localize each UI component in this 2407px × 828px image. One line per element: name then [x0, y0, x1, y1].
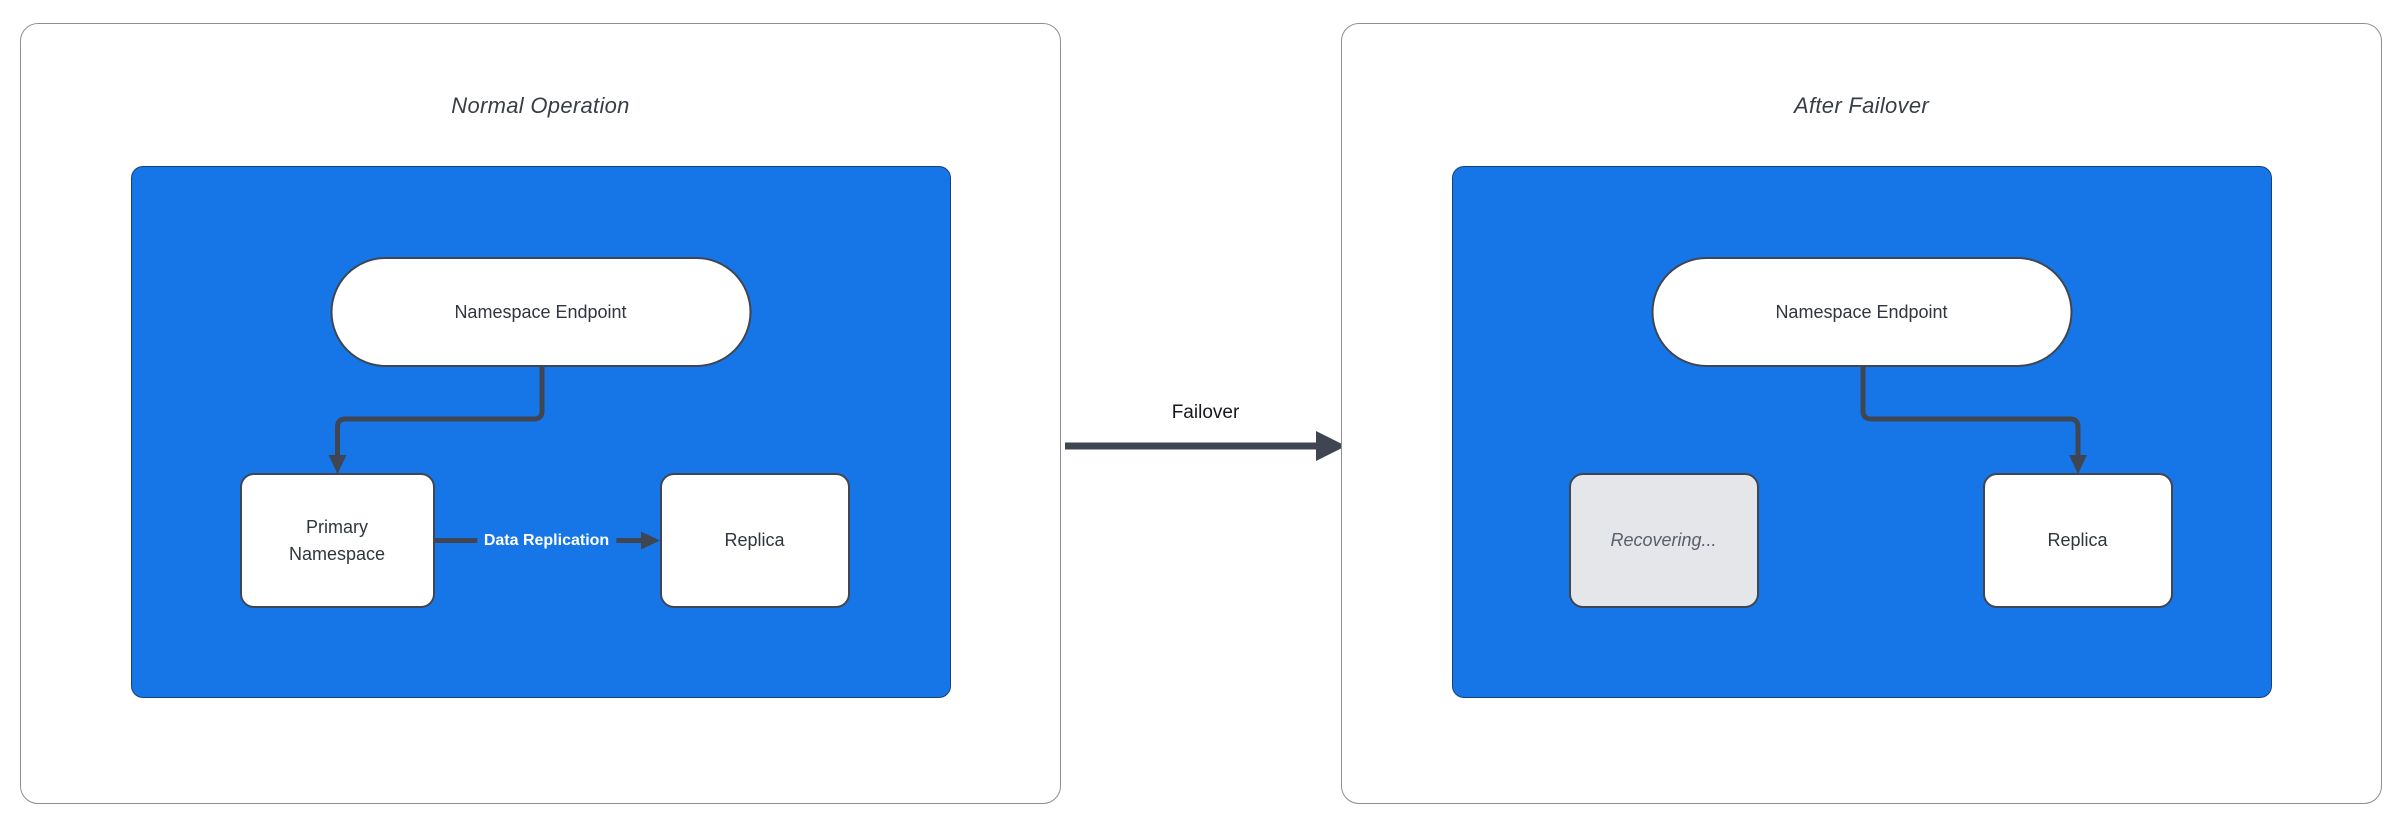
replica-label-failover: Replica — [2047, 530, 2108, 551]
connector-layer-normal — [328, 364, 660, 550]
data-replication-edge-label: Data Replication — [476, 530, 617, 552]
replica-label-normal: Replica — [724, 530, 785, 551]
replication-arrowhead-icon — [640, 531, 660, 550]
failover-arrowhead-icon — [1316, 431, 1346, 461]
failover-arrow — [1065, 431, 1346, 461]
failover-label: Failover — [1171, 402, 1240, 423]
panel-title-normal-operation: Normal Operation — [451, 93, 630, 118]
namespace-endpoint-label-failover: Namespace Endpoint — [1775, 301, 1948, 322]
primary-namespace-label: Primary Namespace — [288, 517, 386, 564]
namespace-endpoint-node-failover: Namespace Endpoint — [1651, 257, 2072, 367]
recovering-label: Recovering... — [1610, 530, 1717, 551]
panel-title-after-failover: After Failover — [1793, 93, 1930, 118]
endpoint-to-replica-connector — [1860, 364, 2080, 464]
panel-normal-operation: Normal Operation Namespace Endpoint Prim… — [20, 23, 1061, 804]
namespace-container-failover: Namespace Endpoint Recovering... Replica — [1451, 166, 2272, 698]
namespace-endpoint-node-normal: Namespace Endpoint — [330, 257, 751, 367]
endpoint-to-primary-connector — [334, 364, 544, 464]
namespace-endpoint-label: Namespace Endpoint — [454, 301, 627, 322]
endpoint-to-primary-arrowhead-icon — [328, 455, 346, 474]
namespace-container-normal: Namespace Endpoint Primary Namespace Rep… — [130, 166, 951, 698]
failover-transition: Failover — [1065, 395, 1346, 490]
replica-node-failover: Replica — [1982, 473, 2173, 608]
panel-after-failover: After Failover Namespace Endpoint Recove… — [1341, 23, 2382, 804]
replica-node-normal: Replica — [659, 473, 850, 608]
primary-namespace-node: Primary Namespace — [239, 473, 435, 608]
connector-layer-failover — [1860, 364, 2087, 474]
recovering-node: Recovering... — [1568, 473, 1759, 608]
endpoint-to-replica-arrowhead-icon — [2068, 455, 2087, 474]
